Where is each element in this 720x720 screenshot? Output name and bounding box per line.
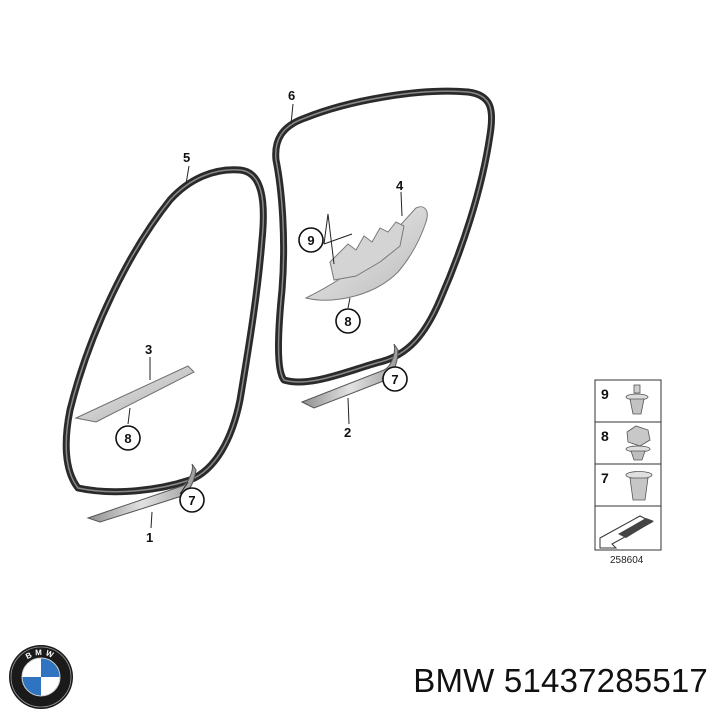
fastener-legend: 9 8 7 258604 [594,379,662,566]
legend-label-7: 7 [601,470,609,486]
callout-circle-8-rear: 8 [335,308,361,334]
svg-text:9: 9 [307,233,314,248]
logo-letters: BMW [24,648,55,661]
legend-label-9: 9 [601,386,609,402]
callout-3: 3 [145,342,152,357]
illustration-ref-code: 258604 [610,555,644,566]
svg-text:7: 7 [391,372,398,387]
bmw-logo: BMW [9,645,73,709]
front-trim-strip [74,365,195,423]
rear-pillar-trim [304,206,428,301]
leader-lines [127,103,403,529]
part-number: 51437285517 [503,662,708,699]
svg-text:8: 8 [344,314,351,329]
svg-text:7: 7 [188,493,195,508]
forward-arrow-icon [599,515,654,549]
callout-circle-8-front: 8 [115,425,141,451]
expanding-clip-icon [625,471,653,501]
spring-clip-icon [625,425,651,461]
callout-circle-7-front: 7 [179,487,205,513]
svg-text:8: 8 [124,431,131,446]
legend-label-8: 8 [601,428,609,444]
rear-door-seal [272,87,496,386]
callout-1: 1 [146,530,153,545]
callouts: 5 6 4 3 1 2 9 8 8 7 7 [115,88,408,545]
svg-text:BMW: BMW [24,648,58,661]
brand-name: BMW [413,662,495,699]
callout-circle-9: 9 [298,227,324,253]
callout-6: 6 [288,88,295,103]
callout-2: 2 [344,425,351,440]
callout-5: 5 [183,150,190,165]
push-rivet-icon [625,384,649,415]
callout-circle-7-rear: 7 [382,366,408,392]
part-caption: BMW 51437285517 [413,662,708,700]
callout-4: 4 [396,178,404,193]
front-door-seal [62,166,267,496]
